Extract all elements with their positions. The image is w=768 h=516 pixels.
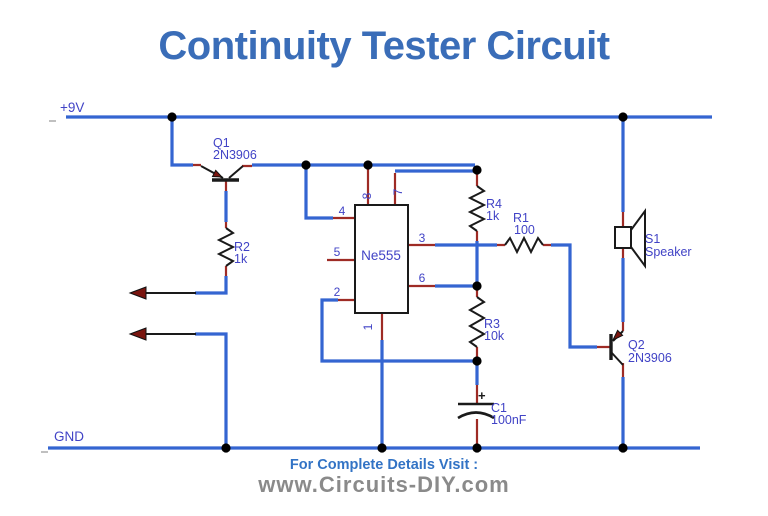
ic-ne555: Ne555 4 5 2 3 6 8 7 1 xyxy=(334,188,426,330)
probe1-arrow-icon xyxy=(128,286,147,300)
c1-polarity-label: + xyxy=(478,388,486,403)
wire-q1-emitter-feed xyxy=(170,117,193,167)
speaker-s1: S1 Speaker xyxy=(614,207,692,270)
r3-zigzag xyxy=(467,296,487,348)
ic-pin1-label: 1 xyxy=(361,323,375,330)
r3-ref-label: R3 xyxy=(484,317,500,331)
q2-collector-line xyxy=(610,351,624,366)
r1-value-label: 100 xyxy=(514,223,535,237)
ic-pin6-label: 6 xyxy=(419,271,426,285)
wire-pin4-branch xyxy=(304,165,333,220)
q1-collector-line xyxy=(228,165,244,179)
wire-pin2-loop xyxy=(320,298,475,363)
junction-dot xyxy=(472,281,482,291)
c1-bottom-plate xyxy=(457,411,495,420)
c1-value-label: 100nF xyxy=(491,413,527,427)
resistor-r3: R3 10k xyxy=(467,296,505,348)
junction-dot xyxy=(618,443,628,453)
junction-dot xyxy=(472,165,482,175)
resistor-r4: R4 1k xyxy=(467,185,502,232)
ic-pin5-label: 5 xyxy=(334,245,341,259)
q2-ref-label: Q2 xyxy=(628,338,645,352)
junction-dot xyxy=(377,443,387,453)
junction-dot xyxy=(167,112,177,122)
r1-ref-label: R1 xyxy=(513,211,529,225)
junction-dot xyxy=(472,443,482,453)
q1-ref-label: Q1 xyxy=(213,136,230,150)
s1-value-label: Speaker xyxy=(645,245,692,259)
q2-pnp-arrow-icon xyxy=(611,329,624,342)
probe2-arrow-icon xyxy=(128,327,147,341)
junction-dot xyxy=(618,112,628,122)
probe-2 xyxy=(128,327,196,341)
q2-part-label: 2N3906 xyxy=(628,351,672,365)
ic-pin3-label: 3 xyxy=(419,231,426,245)
resistor-r1: R1 100 xyxy=(504,211,544,255)
vcc-rail-label: +9V xyxy=(60,100,84,115)
junction-dot xyxy=(221,443,231,453)
r1-zigzag xyxy=(504,235,544,255)
ic-pin2-label: 2 xyxy=(334,285,341,299)
r3-value-label: 10k xyxy=(484,329,505,343)
footer-heading: For Complete Details Visit : xyxy=(289,457,479,473)
r4-ref-label: R4 xyxy=(486,197,502,211)
junction-dot xyxy=(363,160,373,170)
component-lead-stubs xyxy=(193,163,625,448)
r4-zigzag xyxy=(467,185,487,232)
capacitor-c1: + C1 100nF xyxy=(457,388,527,427)
page-title: Continuity Tester Circuit xyxy=(158,24,610,68)
probe-1 xyxy=(128,286,196,300)
c1-ref-label: C1 xyxy=(491,401,507,415)
q1-part-label: 2N3906 xyxy=(213,148,257,162)
q1-pnp-arrow-icon xyxy=(211,169,224,178)
wire-r2-to-probe1 xyxy=(195,276,228,295)
r2-ref-label: R2 xyxy=(234,240,250,254)
transistor-q2: Q2 2N3906 xyxy=(609,329,672,366)
gnd-rail-label: GND xyxy=(54,429,84,444)
r2-zigzag xyxy=(216,227,236,267)
footer-site-url: www.Circuits-DIY.com xyxy=(258,472,510,497)
junction-dot xyxy=(472,356,482,366)
r2-value-label: 1k xyxy=(234,252,248,266)
r4-value-label: 1k xyxy=(486,209,500,223)
speaker-driver xyxy=(614,226,632,249)
ic-body xyxy=(354,204,409,314)
resistor-r2: R2 1k xyxy=(216,227,250,267)
wire-r1-to-q2-base xyxy=(551,243,597,349)
s1-ref-label: S1 xyxy=(645,232,660,246)
transistor-q1: Q1 2N3906 xyxy=(200,136,257,182)
ic-pin8-label: 8 xyxy=(360,192,374,199)
ic-pin7-label: 7 xyxy=(391,188,405,195)
speaker-cone xyxy=(630,207,646,270)
ic-name-label: Ne555 xyxy=(361,248,401,263)
ic-pin4-label: 4 xyxy=(339,204,346,218)
junction-dot xyxy=(301,160,311,170)
junction-dots xyxy=(167,112,628,453)
wire-probe2-gnd xyxy=(195,332,228,448)
